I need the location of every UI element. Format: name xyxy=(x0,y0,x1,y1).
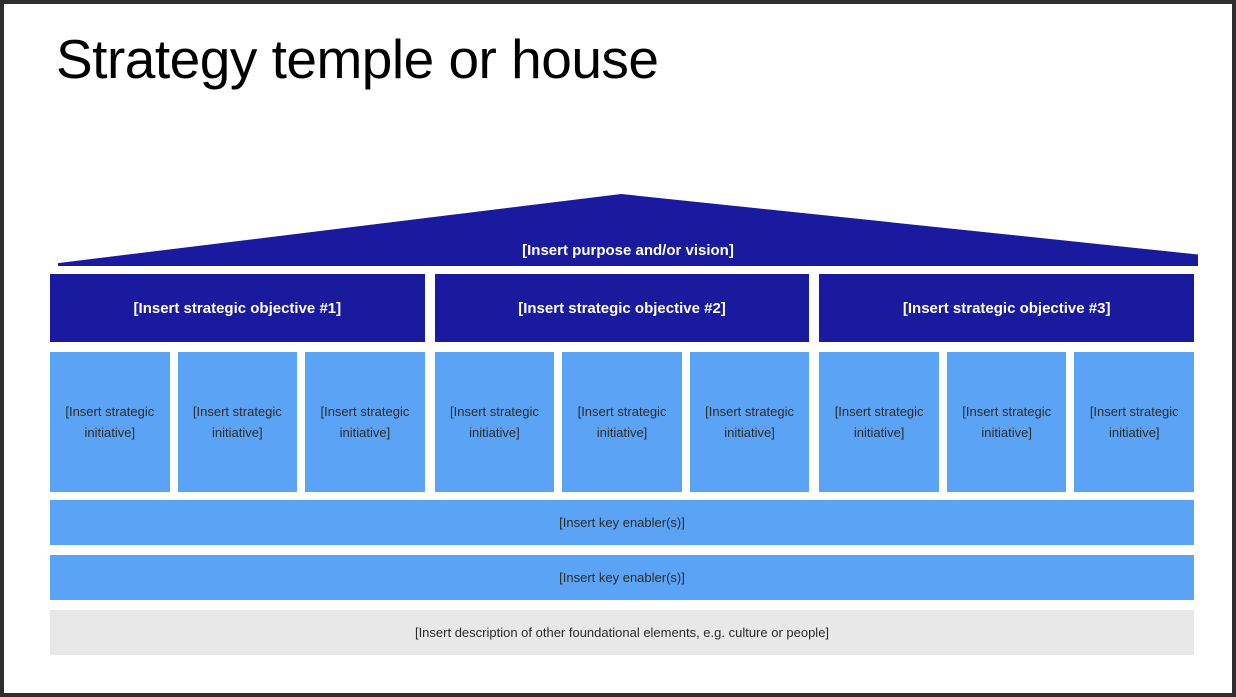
initiatives-row: [Insert strategic initiative] [Insert st… xyxy=(819,352,1195,492)
strategic-objective-bar[interactable]: [Insert strategic objective #1] xyxy=(50,274,425,342)
initiative-box[interactable]: [Insert strategic initiative] xyxy=(1074,352,1195,492)
initiative-box[interactable]: [Insert strategic initiative] xyxy=(562,352,682,492)
initiatives-row: [Insert strategic initiative] [Insert st… xyxy=(434,352,810,492)
pillar-group-1: [Insert strategic objective #1] [Insert … xyxy=(50,274,425,492)
initiatives-row: [Insert strategic initiative] [Insert st… xyxy=(50,352,425,492)
pillar-group-2: [Insert strategic objective #2] [Insert … xyxy=(434,274,810,492)
initiative-box[interactable]: [Insert strategic initiative] xyxy=(177,352,298,492)
pillars-container: [Insert strategic objective #1] [Insert … xyxy=(50,274,1195,492)
roof-pediment[interactable]: [Insert purpose and/or vision] xyxy=(58,194,1198,266)
strategic-objective-bar[interactable]: [Insert strategic objective #2] xyxy=(434,274,810,342)
initiative-box[interactable]: [Insert strategic initiative] xyxy=(305,352,425,492)
initiative-box[interactable]: [Insert strategic initiative] xyxy=(819,352,939,492)
pillar-group-3: [Insert strategic objective #3] [Insert … xyxy=(819,274,1195,492)
initiative-box[interactable]: [Insert strategic initiative] xyxy=(689,352,810,492)
page-title: Strategy temple or house xyxy=(56,28,659,90)
initiative-box[interactable]: [Insert strategic initiative] xyxy=(50,352,170,492)
strategic-objective-bar[interactable]: [Insert strategic objective #3] xyxy=(819,274,1195,342)
initiative-box[interactable]: [Insert strategic initiative] xyxy=(946,352,1067,492)
roof-purpose-vision-label: [Insert purpose and/or vision] xyxy=(522,242,734,259)
initiative-box[interactable]: [Insert strategic initiative] xyxy=(434,352,555,492)
foundation-container: [Insert key enabler(s)] [Insert key enab… xyxy=(50,500,1194,655)
key-enabler-bar[interactable]: [Insert key enabler(s)] xyxy=(50,500,1194,545)
key-enabler-bar[interactable]: [Insert key enabler(s)] xyxy=(50,555,1194,600)
foundational-elements-bar[interactable]: [Insert description of other foundationa… xyxy=(50,610,1194,655)
